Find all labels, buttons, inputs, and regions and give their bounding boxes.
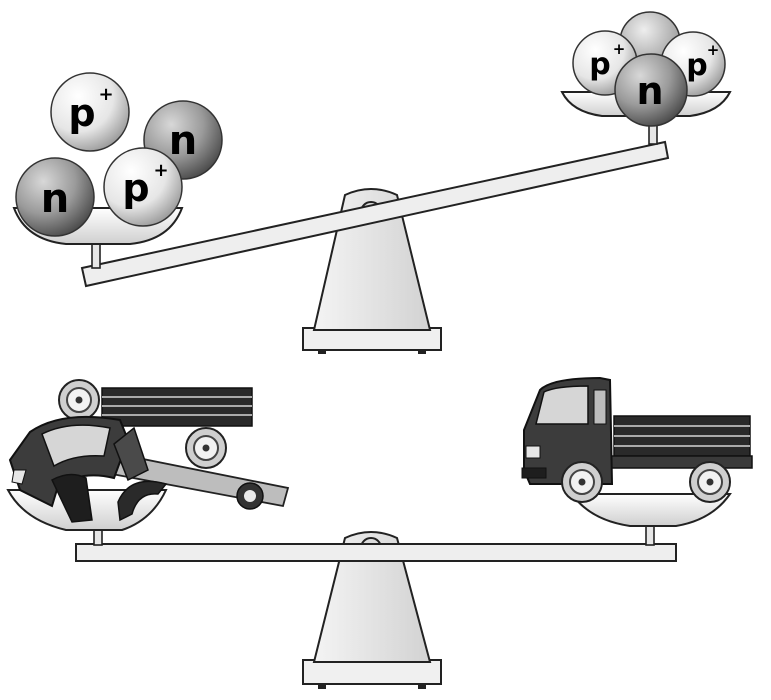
proton-charge: + [613, 40, 626, 58]
top-seesaw: p + n n p + p + p + [12, 11, 732, 354]
truck-cab [521, 376, 614, 485]
intact-truck-icon [521, 376, 753, 503]
proton-letter: p [68, 91, 95, 135]
top-beam [80, 140, 670, 288]
rear-wheel-icon [689, 461, 731, 503]
cargo-bed [605, 415, 753, 469]
bottom-fulcrum [302, 531, 442, 689]
loose-cargo-bed [101, 387, 253, 427]
neutron-letter: n [636, 69, 663, 113]
loose-wheel-icon [58, 379, 100, 421]
front-wheel-icon [561, 461, 603, 503]
proton-charge: + [153, 160, 168, 181]
loose-cab [8, 415, 130, 523]
bottom-beam [75, 543, 677, 562]
proton-sphere: p + [103, 147, 183, 227]
proton-letter: p [122, 166, 149, 210]
loose-fender [117, 480, 168, 522]
nucleus-cluster: p + p + n [572, 11, 726, 127]
neutron-sphere: n [614, 53, 688, 127]
neutron-letter: n [41, 176, 69, 222]
proton-letter: p [686, 48, 707, 83]
proton-charge: + [98, 84, 113, 105]
loose-door [113, 426, 149, 482]
neutron-sphere: n [15, 157, 95, 237]
wrecked-truck-icon [8, 379, 290, 523]
proton-sphere: p + [50, 72, 130, 152]
loose-wheel-icon [185, 427, 227, 469]
proton-letter: p [589, 47, 610, 82]
bottom-right-pan [570, 493, 732, 546]
proton-charge: + [707, 41, 720, 59]
neutron-letter: n [169, 118, 197, 164]
bottom-seesaw [6, 376, 753, 689]
